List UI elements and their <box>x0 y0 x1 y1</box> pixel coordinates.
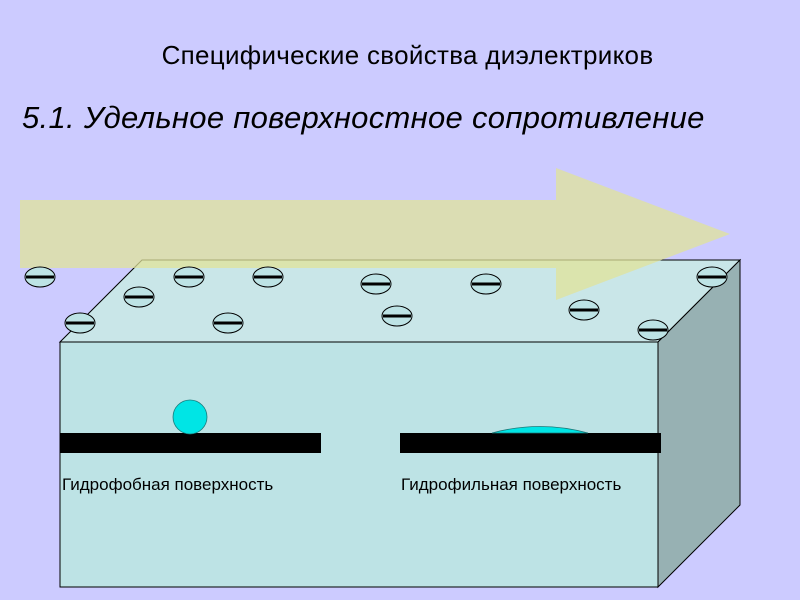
hydrophilic-droplet <box>491 426 589 434</box>
negative-ion-icon <box>64 312 96 334</box>
negative-ion-icon <box>568 299 600 321</box>
block-front-face <box>59 341 659 588</box>
negative-ion-icon <box>212 312 244 334</box>
slide-title: Специфические свойства диэлектриков <box>161 40 654 70</box>
surface-ions <box>24 266 728 341</box>
hydrophobic-droplet <box>172 399 208 435</box>
negative-ion-icon <box>381 305 413 327</box>
negative-ion-icon <box>470 273 502 295</box>
negative-ion-icon <box>173 266 205 288</box>
electrode-left <box>60 433 321 453</box>
negative-ion-icon <box>637 319 669 341</box>
negative-ion-icon <box>696 266 728 288</box>
hydrophilic-label: Гидрофильная поверхность <box>401 475 622 494</box>
slide-subtitle: 5.1. Удельное поверхностное сопротивлени… <box>22 100 705 135</box>
current-arrow <box>20 168 730 300</box>
hydrophobic-label: Гидрофобная поверхность <box>62 475 274 494</box>
negative-ion-icon <box>123 286 155 308</box>
negative-ion-icon <box>360 273 392 295</box>
electrode-right <box>400 433 661 453</box>
negative-ion-icon <box>24 266 56 288</box>
negative-ion-icon <box>252 266 284 288</box>
